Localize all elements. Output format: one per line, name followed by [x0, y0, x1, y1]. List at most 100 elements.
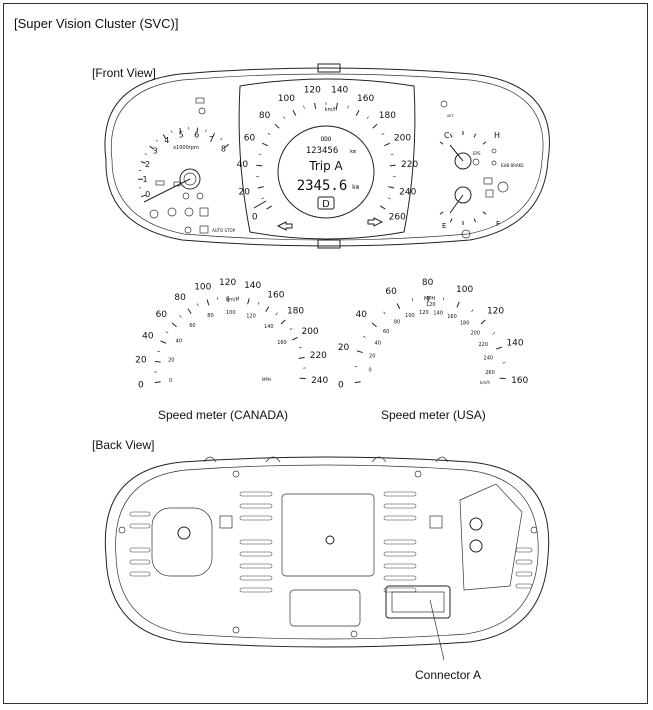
vent-slot [515, 559, 533, 565]
vent-slot [129, 571, 151, 577]
canada-inner-number: 100 [226, 310, 236, 316]
back-housing-inner [115, 464, 539, 640]
gear-indicator: D [322, 199, 330, 210]
usa-outer-tick [443, 297, 445, 301]
vent-slot [383, 587, 417, 593]
tacho-tick [205, 129, 207, 133]
engine-check-icon [167, 207, 177, 217]
main-speedo-number: 120 [304, 85, 321, 95]
usa-outer-tick [480, 319, 486, 325]
temp-gauge-needle [449, 144, 464, 162]
fuel-tick [439, 211, 444, 215]
usa-inner-number: 100 [405, 313, 415, 319]
tacho-motor-shaft [177, 526, 191, 540]
fuel-empty-label: E [442, 222, 446, 230]
speedo-motor-shaft [325, 535, 335, 545]
tacho-tick [196, 127, 199, 133]
main-speedo-tick [292, 110, 297, 116]
speedo-motor-housing [281, 493, 375, 577]
tacho-number: 3 [153, 146, 158, 155]
back-view-label: [Back View] [92, 438, 155, 452]
connector-a-leader [429, 599, 445, 661]
usa-outer-number: 0 [338, 381, 344, 391]
main-speedo-tick [390, 153, 394, 156]
cruise-icon [440, 100, 448, 108]
mount-hole-3 [118, 526, 126, 534]
main-speedo-tick [314, 102, 317, 109]
figure-title: [Super Vision Cluster (SVC)] [14, 16, 179, 31]
usa-unit-mph: MPH [424, 296, 435, 302]
canada-outer-tick [156, 350, 160, 353]
tacho-tick [211, 132, 216, 138]
tacho-number: 1 [142, 175, 147, 184]
vent-slot [383, 491, 417, 497]
canada-outer-number: 240 [311, 376, 328, 386]
tacho-number: 4 [164, 136, 169, 145]
usa-outer-tick [495, 346, 502, 350]
abs-icon [491, 148, 497, 154]
battery-icon [483, 177, 493, 185]
usa-outer-tick [354, 381, 361, 384]
canada-outer-tick [154, 381, 161, 384]
odo-unit: km [350, 149, 356, 155]
main-speedo-tick [355, 110, 360, 116]
usa-outer-tick [396, 303, 401, 310]
back-mount-tabs [118, 456, 538, 638]
temp-tick [439, 141, 444, 145]
canada-outer-number: 80 [174, 293, 186, 303]
canada-outer-number: 20 [135, 355, 147, 365]
vent-slot [383, 515, 417, 521]
canada-outer-tick [187, 308, 192, 315]
mount-hole-1 [232, 470, 240, 478]
main-speedo-unit: km/h [325, 107, 338, 113]
canada-outer-tick [275, 312, 278, 316]
canada-unit-mph: MPH [262, 377, 271, 382]
temp-gauge-ticks [439, 131, 487, 145]
canada-outer-tick [280, 319, 286, 325]
usa-inner-number: 220 [479, 342, 489, 348]
display-icon [199, 207, 209, 217]
canada-speedo-ticks [153, 296, 306, 384]
vent-slot [383, 563, 417, 569]
canada-inner-number: 140 [264, 324, 274, 330]
vent-slot [383, 551, 417, 557]
canada-unit-kmh: km/h [226, 297, 239, 303]
canada-outer-number: 200 [301, 327, 318, 337]
vent-slot [515, 571, 533, 577]
left-warning-icons [149, 97, 209, 234]
vent-slot [239, 551, 273, 557]
main-speedo-tick [388, 186, 395, 189]
mount-hole-2 [414, 470, 422, 478]
top-mount-tab [317, 63, 341, 73]
usa-outer-tick [383, 311, 386, 315]
canada-outer-number: 180 [287, 306, 304, 316]
fuel-gauge-hub [454, 186, 472, 204]
usa-outer-number: 60 [385, 287, 397, 297]
tacho-number: 7 [209, 135, 214, 144]
main-speedo-tick [347, 105, 349, 109]
temp-tick [449, 133, 453, 138]
tacho-ticks [137, 127, 229, 198]
usa-outer-tick [371, 322, 377, 328]
canada-outer-tick [179, 315, 182, 318]
canada-outer-number: 120 [219, 278, 236, 288]
vent-slot [239, 587, 273, 593]
ehb-brake-text: EHB BRAKE [501, 163, 524, 168]
main-speedo-tick [372, 123, 378, 129]
usa-inner-number: 20 [369, 354, 375, 360]
usa-outer-number: 160 [511, 376, 528, 386]
figure-frame [3, 3, 648, 704]
canada-inner-number: 40 [176, 338, 182, 344]
tacho-tick [149, 145, 154, 150]
canada-outer-number: 140 [244, 281, 261, 291]
trip-label: Trip A [308, 159, 343, 173]
vent-slot [129, 559, 151, 565]
usa-outer-tick [499, 377, 506, 380]
usa-inner-number: 180 [460, 321, 470, 327]
trip-value: 2345.6 [297, 178, 348, 194]
main-speedo-tick [274, 123, 280, 129]
